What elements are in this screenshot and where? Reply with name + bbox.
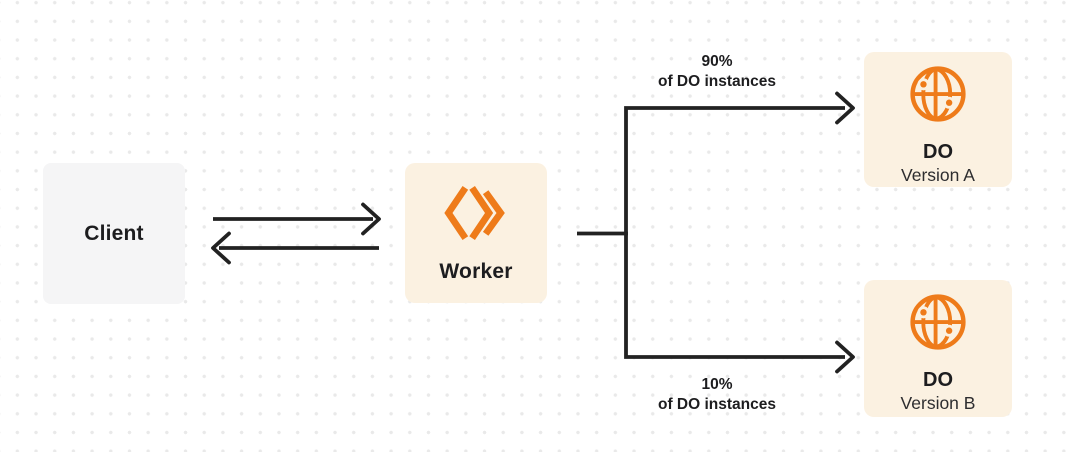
do-version-b-title: DO — [923, 369, 953, 391]
do-version-b-subtitle: Version B — [900, 393, 976, 413]
branch-top-percent: 90% — [701, 53, 733, 70]
arrowhead-to-do-b — [835, 340, 855, 374]
globe-icon — [907, 63, 969, 125]
client-label: Client — [84, 221, 144, 245]
do-version-a-title: DO — [923, 141, 953, 163]
client-to-worker-arrow — [213, 202, 381, 236]
branch-bottom-label: 10% of DO instances — [597, 375, 837, 415]
do-version-b-node: DO Version B — [864, 280, 1012, 417]
branch-bottom-percent: 10% — [701, 376, 733, 393]
branch-split-line — [624, 106, 845, 359]
client-node: Client — [43, 163, 185, 304]
do-version-a-subtitle: Version A — [901, 165, 975, 185]
branch-bottom-caption: of DO instances — [658, 396, 776, 413]
cloudflare-workers-icon — [440, 183, 512, 243]
do-version-a-node: DO Version A — [864, 52, 1012, 187]
branch-top-caption: of DO instances — [658, 73, 776, 90]
arrowhead-to-do-a — [835, 91, 855, 125]
worker-node: Worker — [405, 163, 547, 303]
worker-label: Worker — [439, 259, 513, 283]
globe-icon — [907, 291, 969, 353]
worker-to-client-arrow — [211, 231, 379, 265]
branch-top-label: 90% of DO instances — [597, 52, 837, 92]
